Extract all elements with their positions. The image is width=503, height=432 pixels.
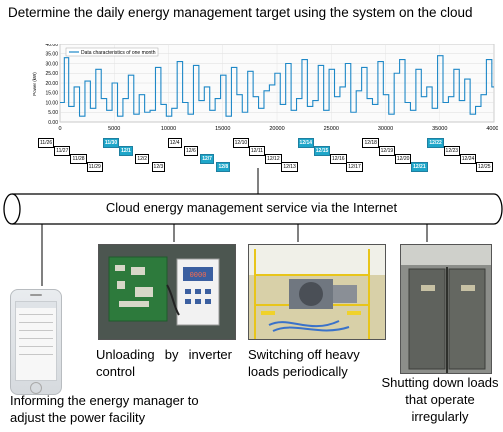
page-title: Determine the daily energy management ta… [8, 5, 473, 20]
date-box: 12/21 [411, 162, 428, 172]
elevator-door-left [408, 268, 446, 370]
date-box: 12/10 [232, 138, 250, 148]
phone-screen [15, 301, 57, 381]
date-box: 12/17 [346, 162, 363, 172]
x-tick-label: 15000 [215, 126, 230, 132]
inverter-caption: Unloading by inverter control [96, 347, 232, 379]
x-tick-label: 25000 [324, 126, 339, 132]
y-tick-label: 10.00 [45, 100, 58, 106]
date-box: 12/22 [427, 138, 444, 148]
date-box: 12/1 [119, 146, 133, 156]
svg-text:0000: 0000 [190, 272, 207, 280]
x-tick-label: 10000 [161, 126, 176, 132]
date-box: 12/25 [476, 162, 493, 172]
elevator-door-right [448, 268, 486, 370]
y-tick-labels: 0.00 5.00 10.00 15.00 20.00 25.00 30.00 35.00 40… [45, 44, 58, 126]
date-box: 12/7 [200, 154, 214, 164]
date-box: 12/4 [167, 138, 182, 148]
y-tick-label: 30.00 [45, 61, 58, 67]
date-box: 12/20 [394, 154, 412, 164]
machinery-photo [248, 244, 386, 340]
date-box: 11/29 [86, 162, 103, 172]
date-box: 12/6 [184, 146, 198, 156]
date-box: 11/30 [102, 138, 120, 148]
legend-label: Data characteristics of one month [81, 50, 156, 56]
date-box: 12/8 [216, 162, 231, 172]
date-box: 11/28 [70, 154, 87, 164]
x-tick-label: 30000 [378, 126, 393, 132]
home-button-icon [30, 382, 42, 394]
motor [289, 279, 357, 309]
y-tick-label: 15.00 [45, 91, 58, 97]
date-box: 12/12 [265, 154, 282, 164]
power-line-chart: 0.00 5.00 10.00 15.00 20.00 25.00 30.00 35.00 40… [32, 44, 498, 132]
date-box: 12/16 [330, 154, 347, 164]
x-tick-label: 0 [58, 126, 61, 132]
date-box: 12/2 [135, 154, 150, 164]
y-axis-label: Power (kW) [32, 72, 37, 96]
elevator-photo [400, 244, 492, 374]
phone-caption: Informing the energy manager to adjust t… [10, 393, 199, 425]
date-box: 12/14 [297, 138, 315, 148]
inverter-photo: 0000 [98, 244, 236, 340]
irregular-load-caption: Shutting down loads that operate irregul… [381, 375, 499, 424]
smartphone-image [10, 289, 62, 395]
date-box: 12/11 [248, 146, 266, 156]
date-box: 12/23 [443, 146, 461, 156]
cloud-service-label: Cloud energy management service via the … [105, 200, 398, 215]
heavy-load-caption: Switching off heavy loads periodically [248, 347, 360, 379]
y-tick-label: 25.00 [45, 71, 58, 77]
x-tick-label: 35000 [432, 126, 447, 132]
y-tick-label: 0.00 [48, 120, 58, 126]
y-tick-label: 20.00 [45, 81, 58, 87]
series-line [60, 55, 494, 117]
date-box: 12/18 [362, 138, 379, 148]
date-box: 12/13 [281, 162, 298, 172]
y-tick-label: 5.00 [48, 110, 58, 116]
legend: Data characteristics of one month [65, 47, 159, 57]
x-tick-label: 40000 [486, 126, 498, 132]
date-box: 12/19 [378, 146, 396, 156]
date-box: 11/26 [38, 138, 55, 148]
date-box: 12/15 [313, 146, 331, 156]
x-tick-label: 20000 [269, 126, 284, 132]
x-tick-label: 5000 [108, 126, 120, 132]
x-tick-labels: 0 5000 10000 15000 20000 25000 30000 35000 40000 [58, 126, 498, 132]
date-box: 12/24 [459, 154, 477, 164]
y-tick-label: 40.00 [45, 44, 58, 48]
y-tick-label: 35.00 [45, 52, 58, 58]
date-box: 11/27 [54, 146, 71, 156]
date-box: 12/3 [151, 162, 166, 172]
